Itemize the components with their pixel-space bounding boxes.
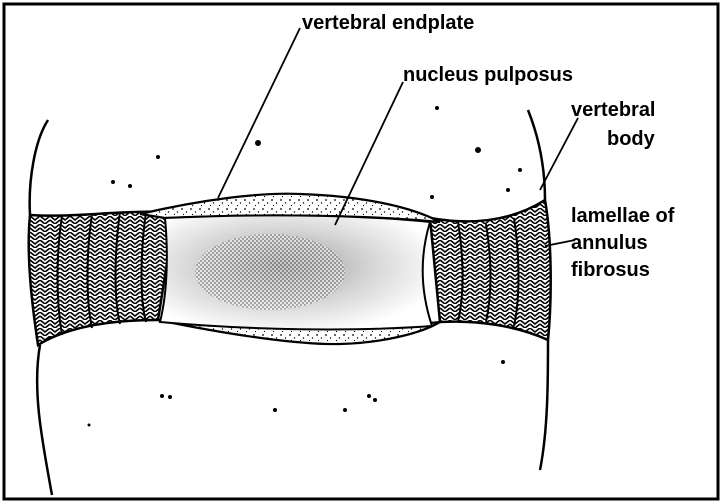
leader-vertebral-body [540, 118, 578, 190]
label-vertebral-endplate: vertebral endplate [302, 12, 474, 34]
label-vertebral-body-line1: vertebral [571, 99, 656, 121]
label-nucleus-pulposus: nucleus pulposus [403, 64, 573, 86]
leader-endplate [218, 28, 300, 198]
label-annulus-line3: fibrosus [571, 259, 650, 281]
lower-vertebral-body [37, 340, 548, 495]
label-annulus-line1: lamellae of [571, 205, 674, 227]
label-vertebral-body-line2: body [607, 128, 655, 150]
label-annulus-line2: annulus [571, 232, 648, 254]
annulus-left [29, 212, 175, 345]
